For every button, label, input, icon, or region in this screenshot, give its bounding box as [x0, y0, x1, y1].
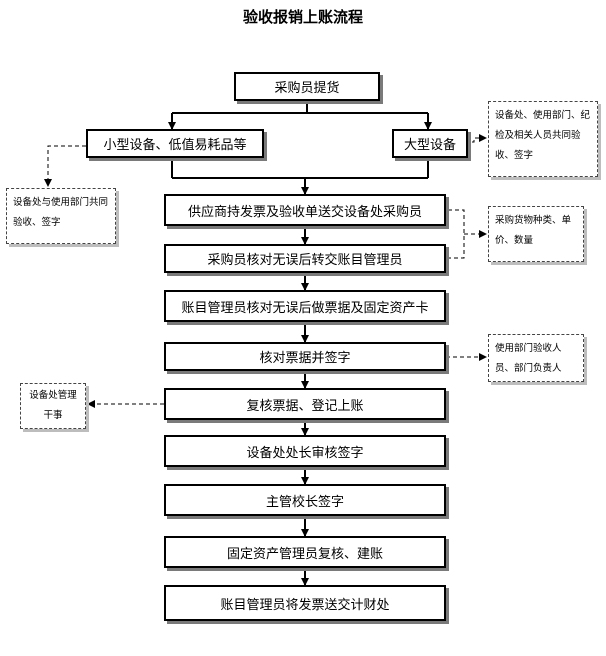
box-principal-sign: 主管校长签字: [164, 484, 446, 516]
dashed-arrow-small-note: [44, 145, 86, 187]
box-director-review: 设备处处长审核签字: [164, 435, 446, 467]
note-large-accept: 设备处、使用部门、纪检及相关人员共同验收、签字: [488, 101, 598, 177]
box-ledger-voucher: 账目管理员核对无误后做票据及固定资产卡: [164, 290, 446, 322]
note-small-accept: 设备处与使用部门共同验收、签字: [6, 188, 116, 244]
box-buyer-delivery: 采购员提货: [234, 72, 380, 101]
box-supplier-invoice: 供应商持发票及验收单送交设备处采购员: [164, 194, 446, 226]
box-recheck-register: 复核票据、登记上账: [164, 388, 446, 420]
box-asset-manager: 固定资产管理员复核、建账: [164, 536, 446, 568]
box-small-equipment: 小型设备、低值易耗品等: [86, 129, 264, 158]
note-clerk: 设备处管理干事: [20, 383, 86, 429]
dashed-bracket-goods: [448, 209, 465, 259]
note-dept-accept: 使用部门验收人员、部门负责人: [488, 334, 584, 382]
note-goods-info: 采购货物种类、单价、数量: [488, 206, 584, 262]
box-send-finance: 账目管理员将发票送交计财处: [164, 585, 446, 621]
page-title: 验收报销上账流程: [242, 8, 363, 26]
box-buyer-check: 采购员核对无误后转交账目管理员: [164, 244, 446, 273]
box-verify-sign: 核对票据并签字: [164, 342, 446, 371]
box-large-equipment: 大型设备: [392, 129, 468, 158]
